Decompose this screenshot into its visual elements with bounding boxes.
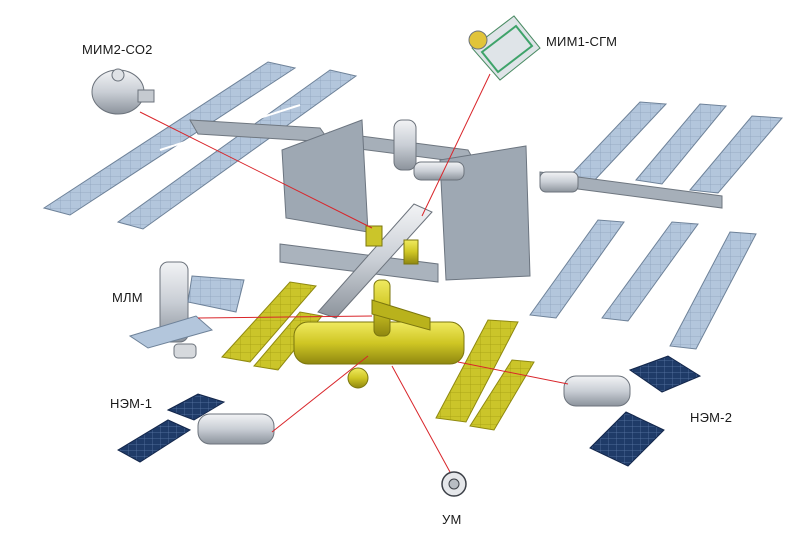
label-nem1: НЭМ-1 (110, 396, 152, 411)
callout-line-nem1 (272, 356, 368, 432)
um-module (442, 472, 466, 496)
label-mim1: МИМ1-СГМ (546, 34, 617, 49)
mim2-module (92, 69, 154, 114)
label-um: УМ (442, 512, 462, 527)
us-solar-arrays-right (530, 102, 782, 349)
mlm-module (130, 262, 244, 358)
mim1-module (469, 16, 540, 80)
nem2-module (564, 356, 700, 466)
label-nem2: НЭМ-2 (690, 410, 732, 425)
label-mim2: МИМ2-СО2 (82, 42, 153, 57)
label-mlm: МЛМ (112, 290, 143, 305)
